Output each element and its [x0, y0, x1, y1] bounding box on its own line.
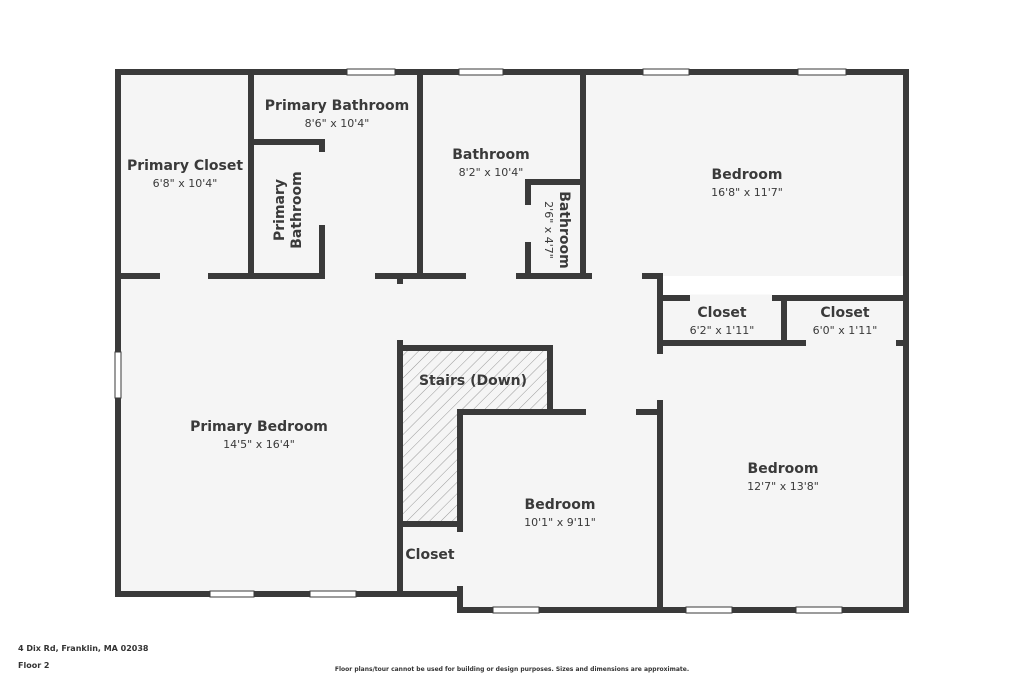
window [209, 590, 255, 598]
window [458, 68, 504, 76]
disclaimer-text: Floor plans/tour cannot be used for buil… [334, 666, 690, 673]
room-name-primary-bathroom-small-2: Bathroom [289, 171, 305, 249]
room-name-closet-3: Closet [405, 547, 455, 563]
room-dims-bedroom-se: 12'7" x 13'8" [747, 480, 819, 493]
room-dims-bathroom-small: 2'6" x 4'7" [542, 201, 555, 259]
window [685, 606, 733, 614]
room-name-bathroom: Bathroom [452, 147, 530, 163]
window [642, 68, 690, 76]
room-name-primary-bedroom: Primary Bedroom [190, 419, 328, 435]
window [795, 606, 843, 614]
window [797, 68, 847, 76]
room-name-bedroom-ne: Bedroom [712, 167, 783, 183]
room-dims-bedroom-ne: 16'8" x 11'7" [711, 186, 783, 199]
room-dims-bathroom: 8'2" x 10'4" [459, 166, 524, 179]
doorways [160, 152, 896, 586]
room-name-closet-2: Closet [820, 305, 870, 321]
room-name-stairs: Stairs (Down) [419, 373, 527, 389]
room-labels: Primary Closet 6'8" x 10'4" Primary Bath… [127, 98, 877, 563]
room-dims-primary-closet: 6'8" x 10'4" [153, 177, 218, 190]
room-name-bedroom-center: Bedroom [525, 497, 596, 513]
room-name-primary-bathroom: Primary Bathroom [265, 98, 409, 114]
room-name-bedroom-se: Bedroom [748, 461, 819, 477]
room-name-primary-bathroom-small-1: Primary [272, 179, 288, 241]
stairs-hatch [402, 348, 550, 522]
windows [114, 68, 847, 614]
floor-areas [118, 72, 906, 610]
room-dims-bedroom-center: 10'1" x 9'11" [524, 516, 596, 529]
floor-plan: Primary Closet 6'8" x 10'4" Primary Bath… [114, 68, 909, 614]
room-dims-closet-2: 6'0" x 1'11" [813, 324, 878, 337]
window [114, 351, 122, 399]
window [309, 590, 357, 598]
room-dims-primary-bedroom: 14'5" x 16'4" [223, 438, 295, 451]
room-name-bathroom-small: Bathroom [556, 191, 572, 269]
window [346, 68, 396, 76]
room-dims-closet-1: 6'2" x 1'11" [690, 324, 755, 337]
window [492, 606, 540, 614]
room-name-primary-closet: Primary Closet [127, 158, 243, 174]
room-dims-primary-bathroom: 8'6" x 10'4" [305, 117, 370, 130]
room-name-closet-1: Closet [697, 305, 747, 321]
floor-label: Floor 2 [18, 661, 50, 670]
property-address: 4 Dix Rd, Franklin, MA 02038 [18, 644, 149, 653]
